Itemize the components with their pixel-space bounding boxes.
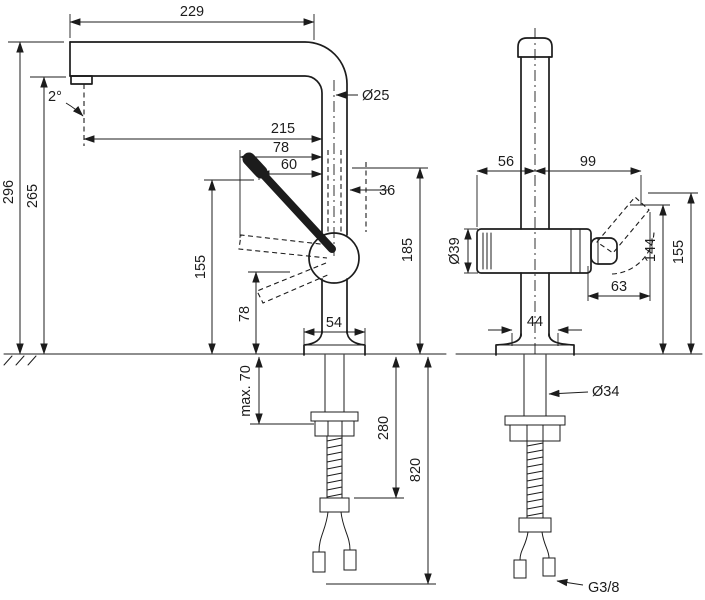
- dim-spout-diameter: Ø25: [335, 88, 389, 104]
- dim-label-hub-width: 36: [379, 183, 395, 199]
- dim-body-height: 185: [352, 167, 428, 355]
- dim-label-handle-height-a: 144: [643, 238, 659, 262]
- thread-hatching-side: [326, 437, 343, 498]
- dim-label-hose-drop-b: 820: [408, 458, 424, 482]
- dim-neck-width: 44: [488, 314, 582, 346]
- dim-label-shank-diameter: Ø34: [592, 384, 619, 400]
- dim-label-spout-diameter: Ø25: [362, 88, 389, 104]
- dim-hose-drop-a: 280: [354, 356, 404, 499]
- dim-label-body-height: 185: [400, 238, 416, 262]
- dim-hose-drop-b: 820: [326, 356, 436, 585]
- dim-label-overall-width: 229: [180, 4, 204, 20]
- dim-label-handle-low-height: 78: [237, 306, 253, 322]
- dim-label-handle-offset-a: 78: [273, 140, 289, 156]
- dim-handle-height: 155: [193, 179, 254, 355]
- dim-overall-height: 296: [1, 41, 64, 355]
- dim-hub-width: 36: [349, 162, 395, 232]
- dim-body-diameter: Ø39: [447, 228, 478, 274]
- thread-hatching-front: [526, 442, 544, 517]
- dim-overall-width: 229: [69, 4, 315, 40]
- dim-base-width-side: 54: [303, 315, 366, 344]
- dim-spout-reach: 215: [83, 121, 323, 143]
- countertop-line: [3, 353, 703, 366]
- dim-center-to-handle: 99: [534, 154, 642, 205]
- dim-shank-diameter: Ø34: [548, 384, 619, 400]
- dim-label-neck-width: 44: [527, 314, 543, 330]
- dim-handle-reach: 63: [587, 212, 651, 301]
- dim-handle-height-b: 155: [648, 192, 698, 355]
- dim-label-overall-height: 296: [1, 180, 17, 204]
- dim-outlet-height: 265: [25, 76, 66, 355]
- dim-spout-angle: 2°: [48, 89, 84, 117]
- dim-label-thread-spec: G3/8: [588, 580, 619, 596]
- dim-label-handle-height-b: 155: [671, 240, 687, 264]
- front-view-faucet: [476, 28, 655, 579]
- dim-label-body-diameter: Ø39: [447, 237, 463, 264]
- dim-handle-offset-a: 78: [239, 140, 323, 238]
- dim-handle-low-height: 78: [237, 271, 290, 355]
- dim-outlet-to-center: 56: [476, 154, 536, 227]
- dim-label-center-to-handle: 99: [580, 154, 596, 170]
- dim-label-outlet-to-center: 56: [498, 154, 514, 170]
- side-view-faucet: [69, 41, 366, 573]
- dim-label-spout-angle: 2°: [48, 89, 62, 105]
- dim-label-hose-drop-a: 280: [376, 416, 392, 440]
- dim-handle-offset-b: 60: [258, 157, 323, 180]
- dim-label-spout-reach: 215: [271, 121, 295, 137]
- dim-label-base-width-side: 54: [326, 315, 342, 331]
- dim-label-handle-reach: 63: [611, 279, 627, 295]
- dim-counter-max: max. 70: [238, 356, 314, 425]
- dim-thread-spec: G3/8: [556, 578, 619, 596]
- dim-label-outlet-height: 265: [25, 184, 41, 208]
- dim-label-counter-max: max. 70: [238, 365, 254, 417]
- dim-handle-height-a: 144: [630, 204, 670, 355]
- dim-label-handle-height: 155: [193, 255, 209, 279]
- dim-label-handle-offset-b: 60: [281, 157, 297, 173]
